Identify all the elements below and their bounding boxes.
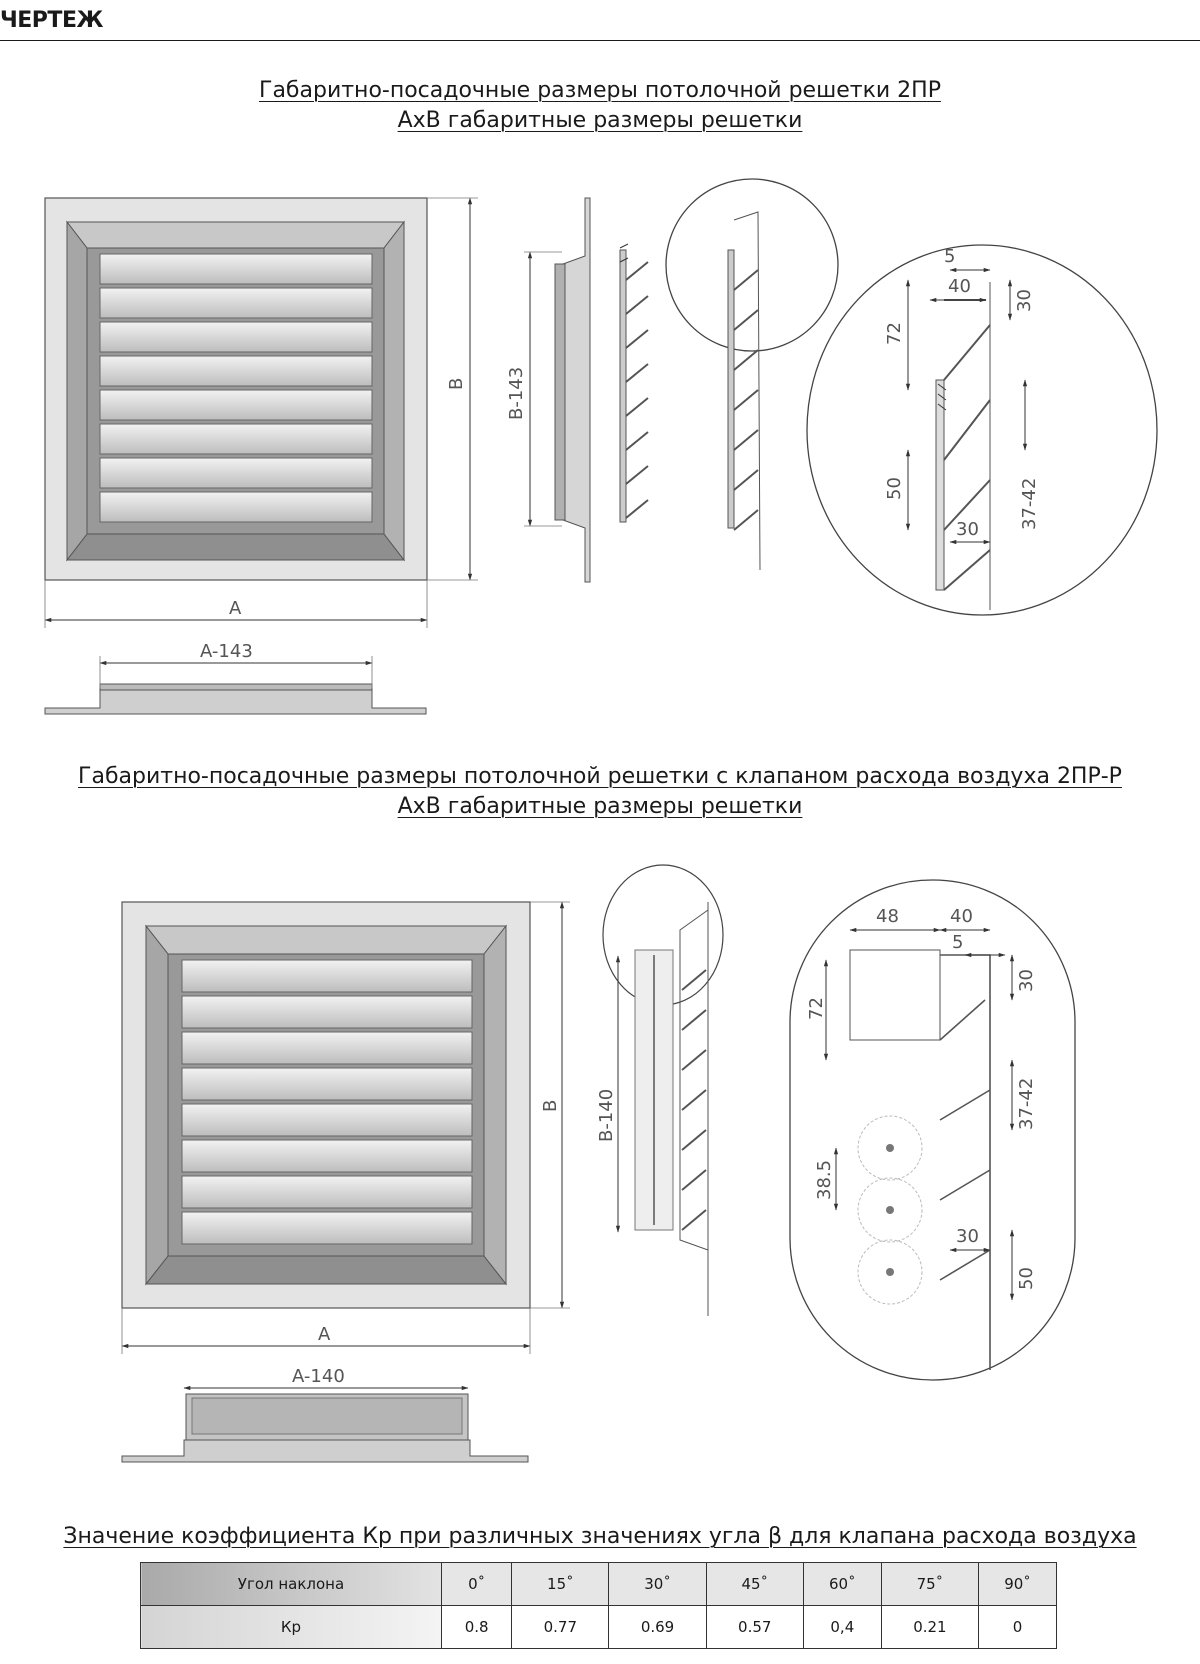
dim-72-2: 72: [806, 997, 827, 1020]
dim-50-1: 50: [884, 477, 905, 500]
dim-30-2: 30: [1016, 969, 1037, 992]
table-cell: 0.21: [880, 1605, 980, 1649]
dim-5-2: 5: [952, 932, 963, 953]
dim-a-1: A: [229, 598, 242, 619]
table-cell: 15˚: [511, 1562, 610, 1606]
header-label: ЧЕРТЕЖ: [0, 8, 103, 33]
dim-a-minus-2: A-140: [292, 1366, 345, 1387]
table-row: Кр 0.8 0.77 0.69 0.57 0,4 0.21 0: [140, 1605, 1057, 1649]
table-cell: 0.77: [511, 1605, 610, 1649]
dim-b-2: B: [540, 1100, 561, 1112]
dim-30b-1: 30: [956, 519, 979, 540]
grille-bottom-profile-2: [121, 1393, 529, 1463]
grille-front-view-2: [121, 901, 531, 1309]
table-cell: 0˚: [440, 1562, 513, 1606]
table-cell: Угол наклона: [140, 1562, 442, 1606]
table-cell: 90˚: [978, 1562, 1057, 1606]
kp-table: Угол наклона 0˚ 15˚ 30˚ 45˚ 60˚ 75˚ 90˚ …: [140, 1562, 1057, 1649]
grille-side-profile-1: [554, 197, 591, 583]
section2-title: Габаритно-посадочные размеры потолочной …: [78, 764, 1122, 789]
dim-37-42-1: 37-42: [1019, 478, 1040, 530]
table-title: Значение коэффициента Кр при различных з…: [63, 1524, 1137, 1549]
section1-subtitle: АхВ габаритные размеры решетки: [397, 108, 803, 133]
dim-b-1: B: [446, 378, 467, 390]
dim-b-minus-1: B-143: [506, 367, 527, 420]
grille-section-blades-1: [619, 243, 649, 523]
table-cell: 60˚: [802, 1562, 882, 1606]
grille-side-valve-2: [602, 864, 724, 1316]
table-cell: 0.69: [608, 1605, 707, 1649]
section1-title: Габаритно-посадочные размеры потолочной …: [259, 78, 941, 103]
table-cell: 0: [978, 1605, 1057, 1649]
section2-subtitle: АхВ габаритные размеры решетки: [397, 794, 803, 819]
dim-30b-2: 30: [956, 1226, 979, 1247]
dim-40-1: 40: [948, 276, 971, 297]
dim-a-minus-1: A-143: [200, 641, 253, 662]
dim-50-2: 50: [1016, 1267, 1037, 1290]
dim-30-1: 30: [1014, 289, 1035, 312]
table-cell: 0.57: [705, 1605, 804, 1649]
dim-5-1: 5: [944, 246, 955, 267]
table-cell: 30˚: [608, 1562, 707, 1606]
dim-37-42-2: 37-42: [1016, 1078, 1037, 1130]
dim-a-2: A: [318, 1324, 331, 1345]
table-cell: 45˚: [705, 1562, 804, 1606]
dim-40-2: 40: [950, 906, 973, 927]
dim-72-1: 72: [884, 322, 905, 345]
zoom-circle-small-1: [665, 178, 839, 571]
table-cell: 0.8: [440, 1605, 513, 1649]
table-cell: 0,4: [802, 1605, 882, 1649]
dim-b-minus-2: B-140: [596, 1089, 617, 1142]
table-cell: 75˚: [880, 1562, 980, 1606]
page-header: ЧЕРТЕЖ: [0, 0, 1200, 41]
table-cell: Кр: [140, 1605, 442, 1649]
technical-drawing: B A A-143 B-143: [44, 178, 1158, 1463]
dim-38-5-2: 38.5: [814, 1160, 835, 1200]
table-header-row: Угол наклона 0˚ 15˚ 30˚ 45˚ 60˚ 75˚ 90˚: [140, 1562, 1057, 1606]
grille-bottom-profile-1: [44, 683, 427, 715]
dim-48-2: 48: [876, 906, 899, 927]
grille-front-view-1: [44, 197, 428, 581]
